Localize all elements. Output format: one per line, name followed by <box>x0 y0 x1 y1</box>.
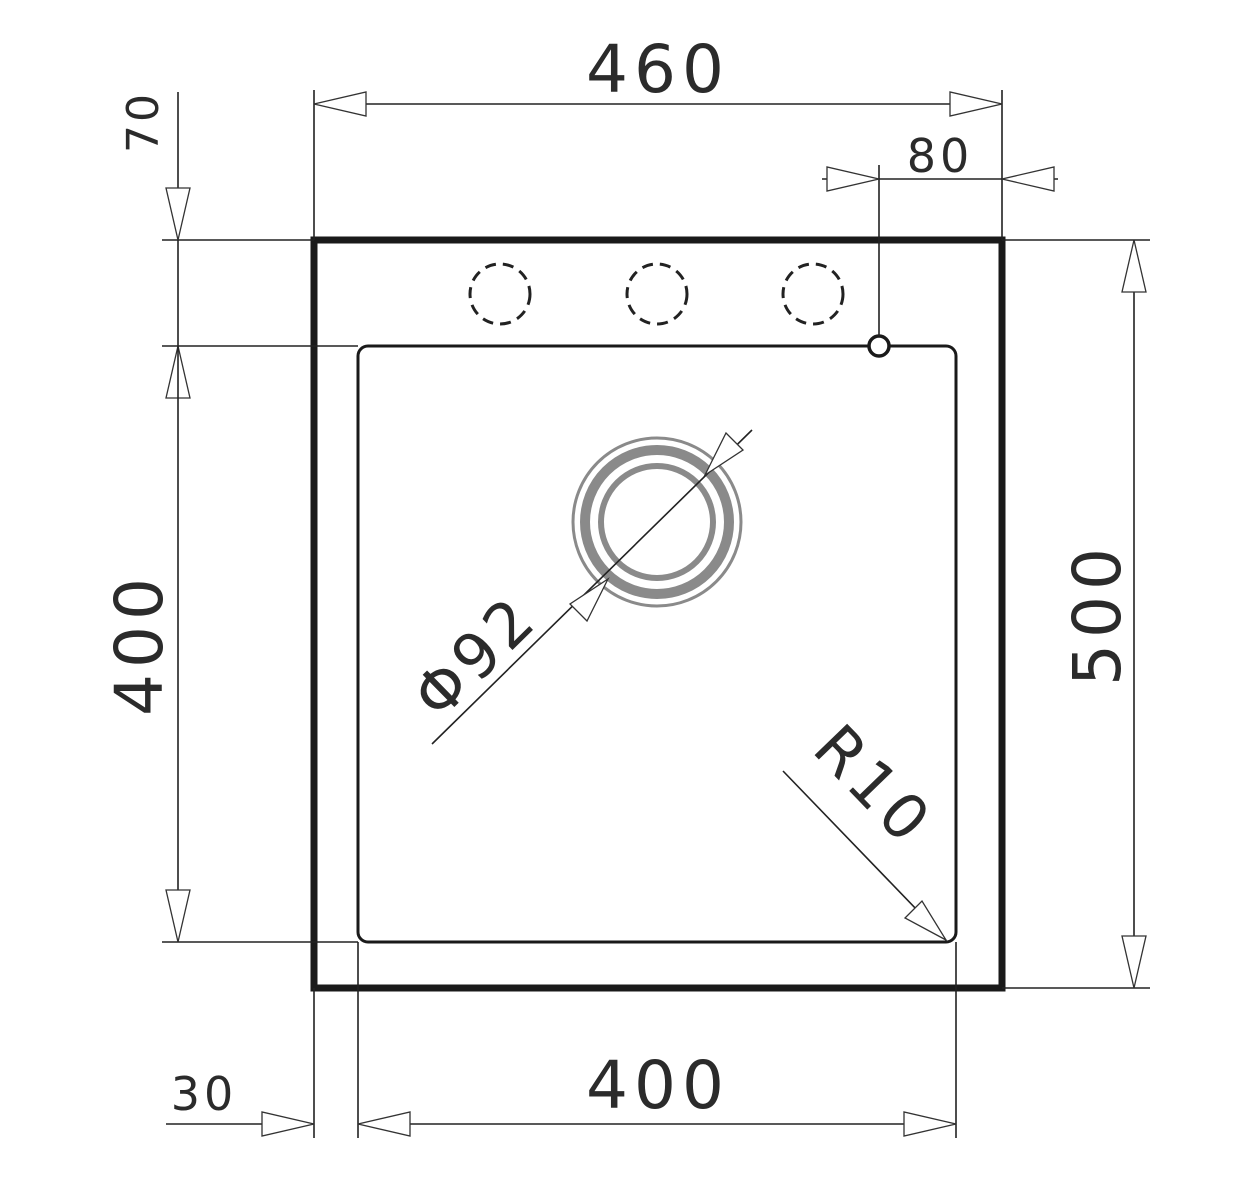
basin-height-label: 400 <box>101 572 178 716</box>
dim-left-margin: 30 <box>166 1067 315 1137</box>
extension-lines <box>162 90 1150 1138</box>
dim-faucet-offset: 80 <box>822 129 1058 192</box>
dim-drain-diameter: Φ92 <box>398 429 753 745</box>
dim-corner-radius: R10 <box>782 710 948 942</box>
left-margin-label: 30 <box>171 1067 238 1121</box>
tap-hole-right <box>781 262 845 326</box>
tap-hole-middle <box>625 262 689 326</box>
basin-width-label: 400 <box>586 1047 730 1124</box>
dim-overall-height: 500 <box>1059 239 1147 989</box>
sink-outer-outline <box>310 236 1006 992</box>
dim-top-margin: 70 <box>118 91 191 399</box>
faucet-offset-label: 80 <box>907 129 974 183</box>
top-margin-label: 70 <box>118 91 169 153</box>
overall-height-label: 500 <box>1059 542 1136 686</box>
dim-basin-width: 400 <box>357 1047 957 1137</box>
overall-width-label: 460 <box>586 31 730 108</box>
drain-diameter-label: Φ92 <box>398 581 551 733</box>
tap-hole-left <box>468 262 532 326</box>
dim-overall-width: 460 <box>313 31 1003 117</box>
basin-outline <box>356 344 958 944</box>
dim-basin-height: 400 <box>101 346 191 943</box>
overflow-hole <box>867 334 891 358</box>
drain <box>571 436 743 608</box>
corner-radius-label: R10 <box>800 710 948 859</box>
